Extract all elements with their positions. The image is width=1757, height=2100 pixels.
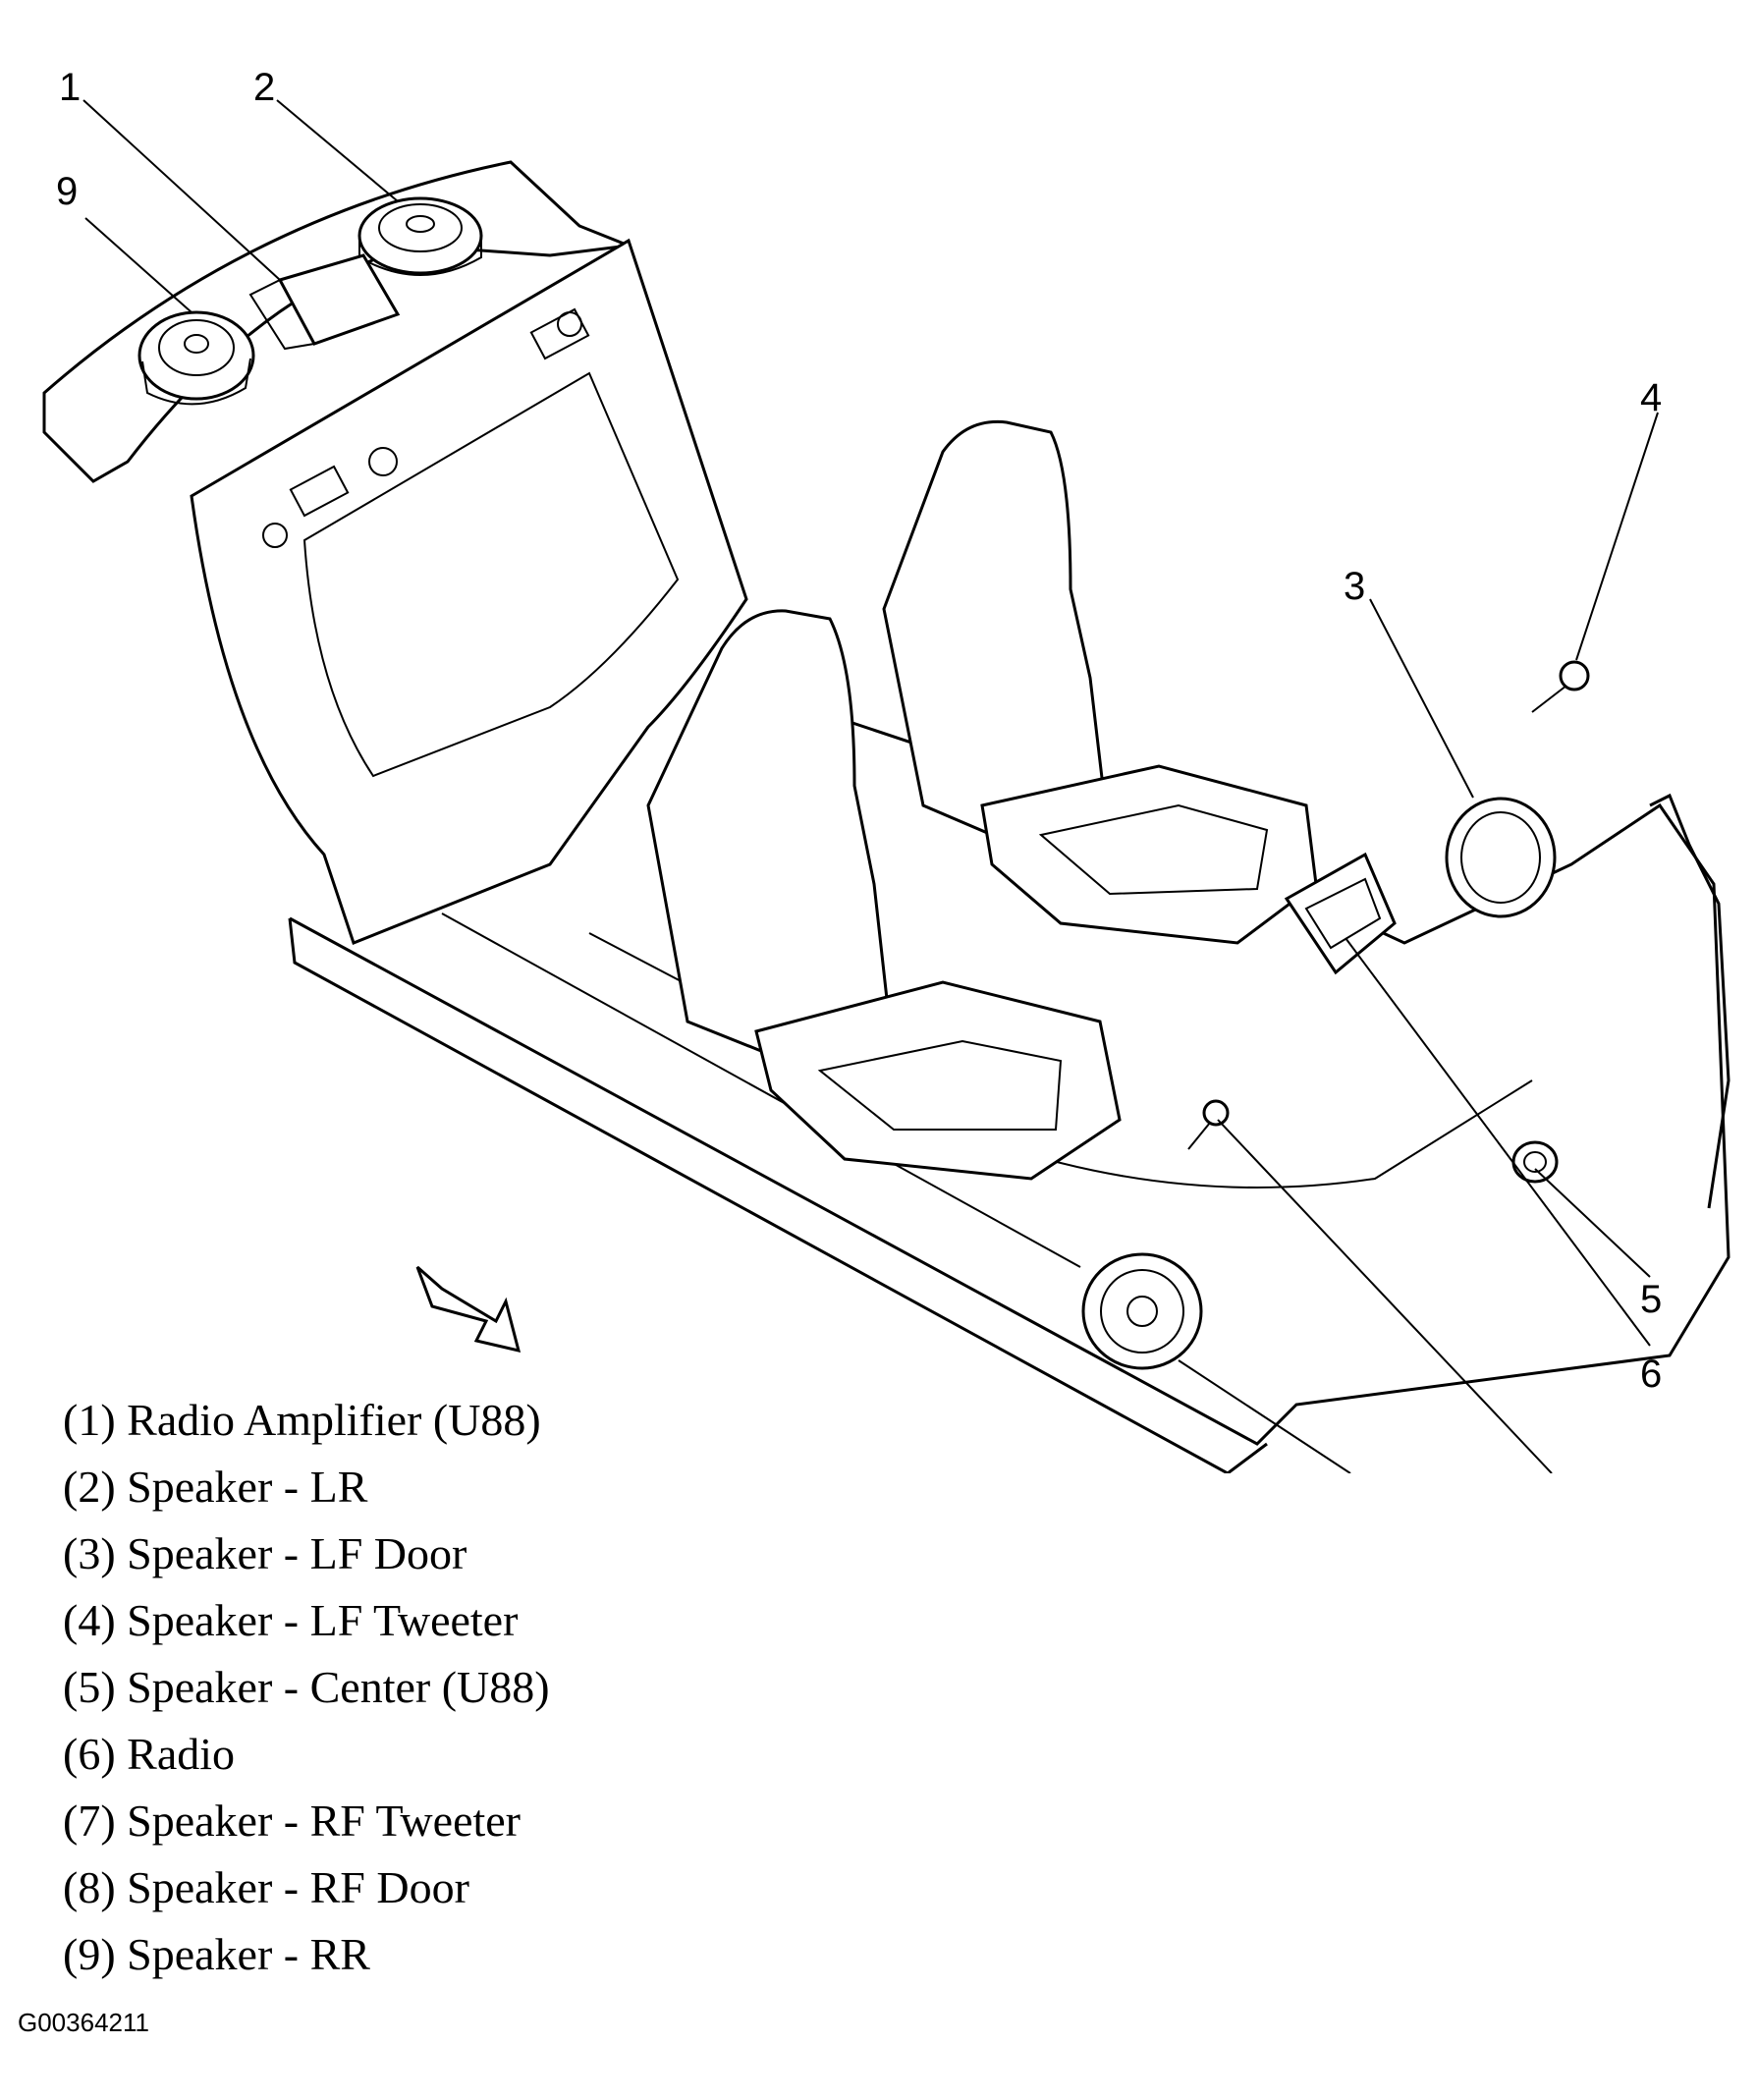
panel-bracket [529, 307, 590, 360]
panel-hole [262, 523, 288, 548]
floor-rib [441, 912, 1081, 1268]
radio-unit [1284, 852, 1397, 975]
callout-6: 6 [1640, 1353, 1662, 1396]
panel-bracket [289, 465, 350, 518]
legend-item: (4) Speaker - LF Tweeter [63, 1595, 519, 1645]
leader-line-6 [1345, 937, 1651, 1347]
legend-item: (9) Speaker - RR [63, 1929, 370, 1979]
panel-hole [368, 447, 398, 476]
callout-5: 5 [1640, 1278, 1662, 1321]
leader-line-5 [1534, 1168, 1651, 1278]
leader-line-9 [84, 217, 192, 313]
legend-item: (5) Speaker - Center (U88) [63, 1662, 550, 1712]
rr-speaker [137, 310, 255, 406]
center-speaker [1511, 1140, 1559, 1184]
callout-2: 2 [253, 66, 275, 109]
driver-seat [646, 609, 1122, 1181]
lr-speaker [357, 196, 483, 276]
callout-9: 9 [56, 170, 78, 213]
legend-item: (3) Speaker - LF Door [63, 1528, 467, 1578]
legend-item: (1) Radio Amplifier (U88) [63, 1395, 541, 1445]
figure-id: G00364211 [18, 2008, 149, 2037]
lf-door-speaker [1445, 797, 1557, 918]
forward-direction-arrow [415, 1265, 522, 1354]
leader-line-1 [82, 99, 281, 281]
rocker-sill [288, 917, 1268, 1473]
dash-side [1649, 793, 1730, 1209]
legend: (1) Radio Amplifier (U88) (2) Speaker - … [63, 1387, 550, 1988]
leader-line-2 [276, 99, 399, 202]
lf-tweeter [1531, 660, 1590, 713]
rf-door-speaker [1081, 1252, 1203, 1370]
leader-line-7 [1217, 1119, 1553, 1473]
legend-item: (6) Radio [63, 1729, 236, 1779]
vehicle-interior-diagram: 1 2 3 4 5 6 7 8 9 [42, 66, 1730, 1473]
leader-line-8 [1178, 1359, 1351, 1473]
legend-item: (8) Speaker - RF Door [63, 1862, 469, 1912]
passenger-seat [882, 419, 1318, 945]
callout-4: 4 [1640, 376, 1662, 419]
callout-1: 1 [59, 66, 81, 109]
rf-tweeter [1187, 1099, 1230, 1150]
radio-amplifier [248, 253, 401, 351]
legend-item: (2) Speaker - LR [63, 1462, 368, 1512]
legend-item: (7) Speaker - RF Tweeter [63, 1796, 521, 1846]
leader-line-3 [1369, 598, 1474, 799]
leader-line-4 [1575, 412, 1659, 661]
rear-panel-window [302, 371, 680, 778]
callout-3: 3 [1344, 565, 1365, 608]
